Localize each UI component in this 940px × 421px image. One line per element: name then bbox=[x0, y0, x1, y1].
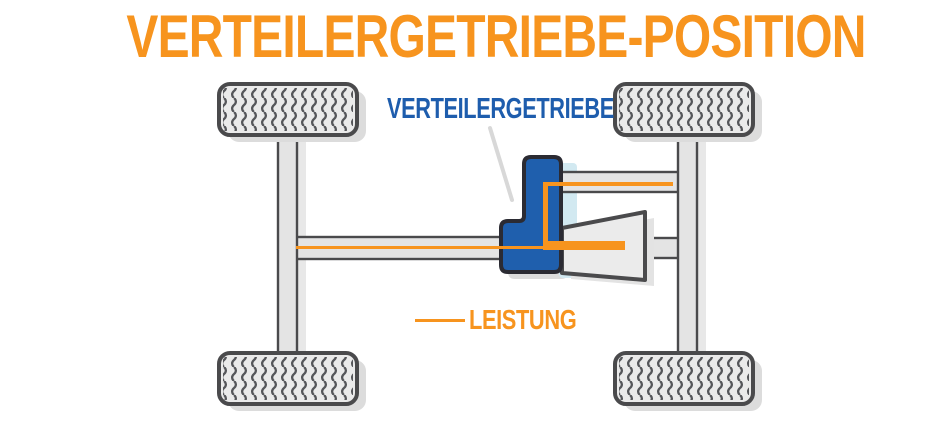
tire-bottom-right bbox=[613, 351, 764, 413]
right-axle bbox=[676, 130, 699, 358]
page-title: VERTEILERGETRIEBE-POSITION bbox=[126, 3, 866, 70]
power-line-rear bbox=[296, 246, 546, 249]
legend-label: LEISTUNG bbox=[469, 304, 577, 335]
power-line-front bbox=[543, 182, 673, 186]
legend-line-swatch bbox=[415, 318, 465, 322]
transfer-case bbox=[499, 155, 563, 274]
tire-top-right bbox=[613, 82, 764, 144]
tire-top-left bbox=[217, 82, 368, 144]
power-line-engine bbox=[543, 241, 625, 250]
legend: LEISTUNG bbox=[415, 304, 607, 336]
transfer-case-label: VERTEILERGETRIEBE bbox=[387, 93, 614, 125]
tire-bottom-left bbox=[217, 351, 368, 413]
left-axle bbox=[276, 130, 299, 358]
power-line-vertical bbox=[543, 182, 548, 249]
label-pointer-line bbox=[488, 126, 514, 202]
